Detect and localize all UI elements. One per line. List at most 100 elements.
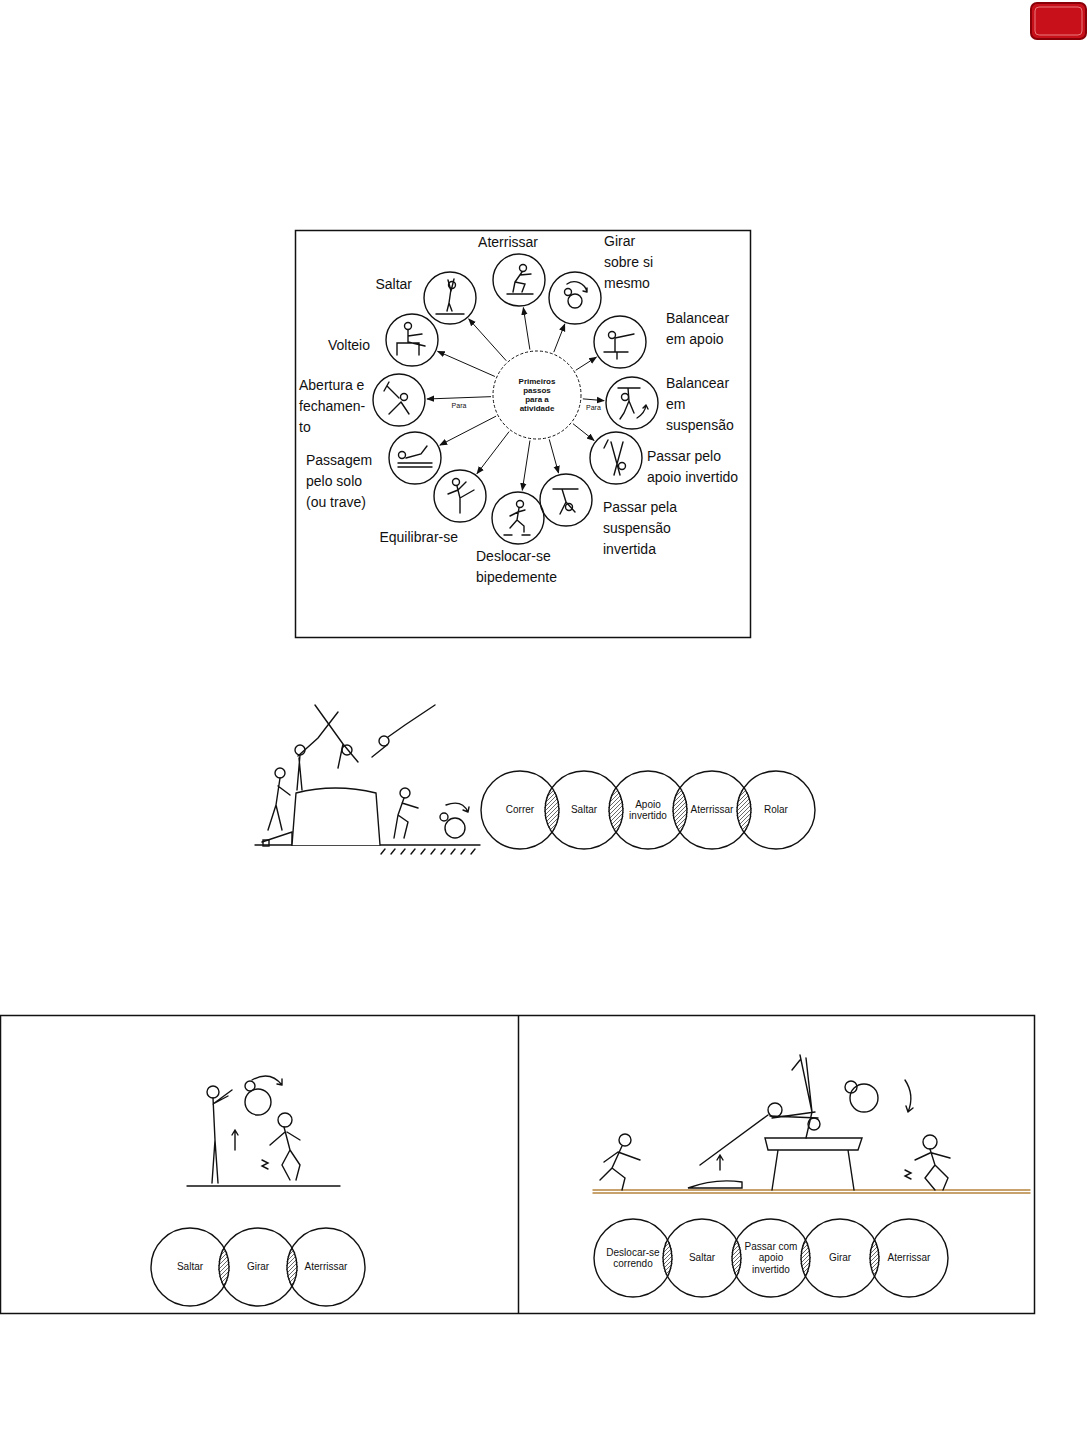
skill-label-slot: Equilibrar-se — [370, 527, 458, 548]
skill-label-slot: Deslocar-se bipedemente — [476, 546, 568, 588]
circle-outline — [593, 315, 647, 369]
phase-circle: Apoio invertido — [608, 770, 688, 850]
overlap-hatching — [218, 770, 949, 1307]
jump-turn-drawing — [187, 1076, 340, 1186]
circle-line — [151, 1228, 229, 1306]
phase-circle: Rolar — [736, 770, 816, 850]
skill-label-slot: Aterrissar — [468, 232, 548, 253]
phase-circle: Correr — [480, 770, 560, 850]
circle-outline — [385, 313, 439, 367]
phase-label: Aterrissar — [888, 1252, 931, 1264]
circle-line — [545, 771, 623, 849]
example-panels — [1, 1016, 1035, 1314]
skill-circle: Abertura e fechamen- to — [372, 373, 426, 427]
skill-label: Saltar — [368, 274, 412, 295]
figure-frame — [296, 231, 751, 638]
skill-label-slot: Volteio — [318, 335, 370, 356]
circle-outline — [589, 431, 643, 485]
arrow-connector — [477, 432, 509, 474]
skill-label: Aterrissar — [468, 232, 548, 253]
skill-label: Balancear em suspensão — [666, 373, 740, 436]
skill-circle: Volteio — [385, 313, 439, 367]
skill-circle: Girar sobre si mesmo — [548, 271, 602, 325]
circle-line — [434, 470, 486, 522]
phase-label: Correr — [506, 804, 534, 816]
arrow-connector — [438, 351, 495, 376]
skill-label-slot: Balancear em apoio — [666, 308, 740, 350]
circle-outline — [605, 376, 659, 430]
circle-line — [386, 314, 438, 366]
circle-line — [673, 771, 751, 849]
skill-label: Balancear em apoio — [666, 308, 740, 350]
phase-circle: Girar — [800, 1218, 880, 1298]
skill-label-slot: Balancear em suspensão — [666, 373, 740, 436]
skill-circle: Passar pela suspensão invertida — [539, 473, 593, 527]
skill-circle: Deslocar-se bipedemente — [491, 491, 545, 545]
corner-tab — [1031, 3, 1086, 39]
circle-outline — [433, 469, 487, 523]
skill-circle: Passagem pelo solo (ou trave) — [388, 431, 442, 485]
circle-outline — [492, 253, 546, 307]
phase-circle: Girar — [218, 1227, 298, 1307]
edge-label: Para — [585, 404, 602, 411]
circle-outline — [491, 491, 545, 545]
arrow-connector — [554, 324, 565, 352]
phase-label: Saltar — [689, 1252, 715, 1264]
circle-line — [594, 316, 646, 368]
phase-label: Girar — [829, 1252, 851, 1264]
vault-turn-drawing — [593, 1055, 1030, 1193]
skill-circle: Saltar — [423, 271, 477, 325]
circle-line — [424, 272, 476, 324]
circle-line — [870, 1219, 948, 1297]
arrow-connector — [440, 416, 496, 445]
phase-circle: Passar com apoio invertido — [731, 1218, 811, 1298]
skill-label: Deslocar-se bipedemente — [476, 546, 568, 588]
skill-label: Equilibrar-se — [370, 527, 458, 548]
skill-label-slot: Passar pela suspensão invertida — [603, 497, 687, 560]
circle-line — [663, 1219, 741, 1297]
circle-line — [732, 1219, 810, 1297]
phase-label: Saltar — [177, 1261, 203, 1273]
arrow-connector — [576, 357, 597, 370]
circle-line — [492, 492, 544, 544]
phase-circle: Aterrissar — [672, 770, 752, 850]
phase-circle: Saltar — [544, 770, 624, 850]
circle-line — [609, 771, 687, 849]
phase-label: Deslocar-se correndo — [606, 1247, 660, 1270]
skill-icons — [384, 265, 648, 536]
circle-line — [373, 374, 425, 426]
arrow-connector — [549, 439, 558, 473]
skill-label: Passar pela suspensão invertida — [603, 497, 687, 560]
circle-line — [481, 771, 559, 849]
skill-circle: Balancear em suspensão — [605, 376, 659, 430]
phase-label: Rolar — [764, 804, 788, 816]
vault-sequence-drawing — [255, 705, 480, 854]
arrow-connector — [427, 397, 491, 399]
skill-label: Passar pelo apoio invertido — [647, 446, 748, 488]
circle-line — [540, 474, 592, 526]
skill-label: Passagem pelo solo (ou trave) — [306, 450, 380, 513]
circle-line — [801, 1219, 879, 1297]
skill-label-slot: Abertura e fechamen- to — [299, 375, 369, 438]
circle-outline — [548, 271, 602, 325]
circle-outline — [539, 473, 593, 527]
center-circle: Primeiros passos para a atividade — [492, 350, 582, 440]
phase-label: Apoio invertido — [625, 799, 671, 822]
skill-label: Volteio — [318, 335, 370, 356]
arrow-connector — [523, 308, 530, 350]
phase-circle: Deslocar-se correndo — [593, 1218, 673, 1298]
phase-label: Saltar — [571, 804, 597, 816]
edge-label: Para — [451, 402, 468, 409]
edge-label-slot: Para — [585, 396, 602, 414]
phase-circle: Aterrissar — [286, 1227, 366, 1307]
circle-line — [287, 1228, 365, 1306]
skill-label-slot: Saltar — [368, 274, 412, 295]
phase-circle: Aterrissar — [869, 1218, 949, 1298]
circle-line — [594, 1219, 672, 1297]
arrow-connector — [469, 319, 507, 361]
skill-label-slot: Passagem pelo solo (ou trave) — [306, 450, 380, 513]
center-title: Primeiros passos para a atividade — [516, 377, 558, 414]
skill-label: Girar sobre si mesmo — [604, 231, 666, 294]
circle-line — [737, 771, 815, 849]
